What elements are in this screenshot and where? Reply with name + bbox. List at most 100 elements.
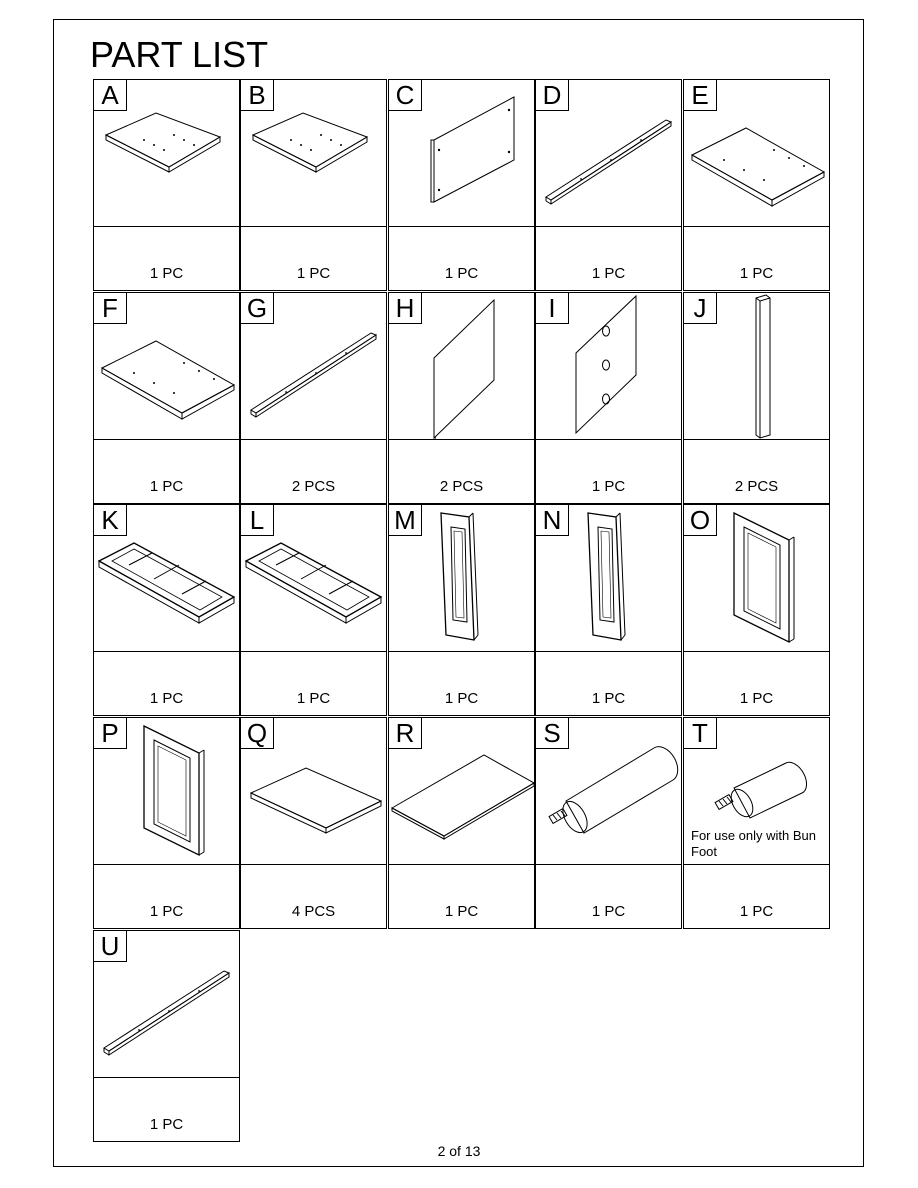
- part-illustration: [241, 718, 386, 865]
- shelf-board-icon: [249, 767, 383, 834]
- part-letter: N: [536, 505, 569, 536]
- part-illustration: [94, 505, 239, 652]
- part-letter: A: [94, 80, 127, 111]
- part-cell-h: H 2 PCS: [388, 292, 535, 504]
- part-illustration: [536, 293, 681, 440]
- part-quantity: 1 PC: [591, 903, 626, 920]
- short-foot-icon: [714, 761, 807, 819]
- rail-icon: [250, 332, 378, 418]
- thin-board-icon: [390, 754, 534, 840]
- part-quantity: 1 PC: [444, 690, 479, 707]
- part-quantity: 1 PC: [739, 690, 774, 707]
- part-quantity: 1 PC: [149, 1116, 184, 1133]
- part-cell-a: A 1 PC: [93, 79, 240, 291]
- part-letter: M: [389, 505, 422, 536]
- part-quantity: 1 PC: [444, 265, 479, 282]
- post-icon: [755, 294, 771, 439]
- part-quantity: 2 PCS: [291, 478, 336, 495]
- part-illustration: [684, 505, 829, 652]
- shelf-lip-icon: [100, 340, 236, 420]
- base-frame-icon: [244, 542, 383, 624]
- part-cell-d: D 1 PC: [535, 79, 682, 291]
- part-cell-p: P 1 PC: [93, 717, 240, 929]
- part-cell-s: S 1 PC: [535, 717, 682, 929]
- part-cell-e: E 1 PC: [683, 79, 830, 291]
- part-letter: R: [389, 718, 422, 749]
- part-illustration: [684, 718, 829, 865]
- part-letter: G: [241, 293, 274, 324]
- part-illustration: [241, 293, 386, 440]
- part-cell-o: O 1 PC: [683, 504, 830, 716]
- page-title: PART LIST: [90, 34, 269, 75]
- part-illustration: [94, 80, 239, 227]
- part-letter: L: [241, 505, 274, 536]
- part-letter: P: [94, 718, 127, 749]
- part-letter: D: [536, 80, 569, 111]
- part-letter: H: [389, 293, 422, 324]
- part-quantity: 1 PC: [149, 690, 184, 707]
- part-illustration: [536, 505, 681, 652]
- door-narrow-icon: [587, 512, 626, 641]
- part-cell-n: N 1 PC: [535, 504, 682, 716]
- part-illustration: [94, 293, 239, 440]
- door-narrow-icon: [440, 512, 479, 641]
- part-letter: T: [684, 718, 717, 749]
- part-letter: S: [536, 718, 569, 749]
- part-quantity: 1 PC: [444, 903, 479, 920]
- rail-icon: [103, 970, 231, 1056]
- page-frame: [53, 19, 864, 1167]
- back-panel-icon: [433, 298, 495, 439]
- part-letter: O: [684, 505, 717, 536]
- part-note: For use only with Bun Foot: [691, 828, 817, 859]
- part-illustration: [536, 80, 681, 227]
- part-illustration: [94, 931, 239, 1078]
- part-quantity: 1 PC: [591, 690, 626, 707]
- part-letter: U: [94, 931, 127, 962]
- part-cell-r: R 1 PC: [388, 717, 535, 929]
- part-illustration: [241, 505, 386, 652]
- part-quantity: 2 PCS: [439, 478, 484, 495]
- part-illustration: [389, 505, 534, 652]
- part-quantity: 1 PC: [149, 903, 184, 920]
- part-illustration: [684, 80, 829, 227]
- part-illustration: [389, 718, 534, 865]
- part-letter: K: [94, 505, 127, 536]
- side-panel-icon: [430, 96, 515, 203]
- part-quantity: 1 PC: [739, 265, 774, 282]
- part-quantity: 1 PC: [149, 265, 184, 282]
- part-letter: I: [536, 293, 569, 324]
- part-letter: E: [684, 80, 717, 111]
- part-illustration: [94, 718, 239, 865]
- part-illustration: [241, 80, 386, 227]
- part-cell-m: M 1 PC: [388, 504, 535, 716]
- shelf-lip-icon: [690, 127, 826, 207]
- part-cell-k: K 1 PC: [93, 504, 240, 716]
- part-cell-u: U 1 PC: [93, 930, 240, 1142]
- part-quantity: 1 PC: [296, 265, 331, 282]
- part-quantity: 1 PC: [739, 903, 774, 920]
- panel-flat-icon: [104, 112, 222, 173]
- part-cell-t: T For use only with Bun Foot 1 PC: [683, 717, 830, 929]
- part-illustration: [536, 718, 681, 865]
- part-letter: B: [241, 80, 274, 111]
- door-wide-icon: [143, 724, 205, 857]
- part-illustration: [389, 80, 534, 227]
- part-letter: Q: [241, 718, 274, 749]
- back-panel-holes-icon: [575, 294, 637, 435]
- part-cell-b: B 1 PC: [240, 79, 387, 291]
- part-quantity: 1 PC: [149, 478, 184, 495]
- part-quantity: 1 PC: [591, 265, 626, 282]
- base-frame-icon: [97, 542, 236, 624]
- door-wide-icon: [733, 511, 795, 644]
- part-illustration: [684, 293, 829, 440]
- page-number: 2 of 13: [437, 1143, 481, 1159]
- part-illustration: [389, 293, 534, 440]
- part-letter: J: [684, 293, 717, 324]
- part-cell-j: J 2 PCS: [683, 292, 830, 504]
- part-quantity: 2 PCS: [734, 478, 779, 495]
